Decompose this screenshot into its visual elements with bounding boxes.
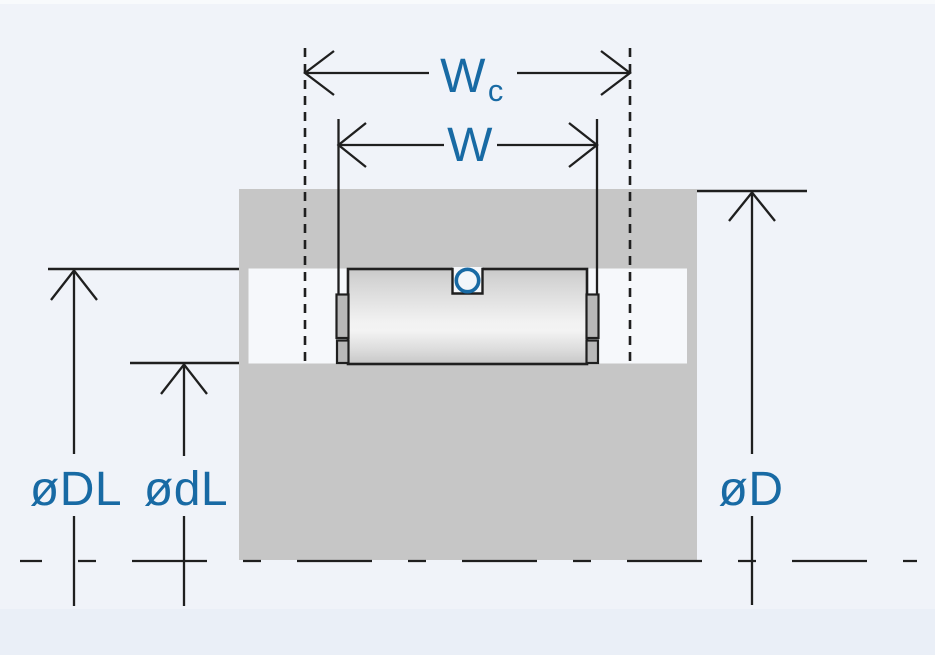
oil-hole-icon: [454, 267, 481, 294]
dl-arrowhead: [50, 268, 98, 301]
bearing-lip-right-lower: [585, 339, 600, 365]
w-extension-lines: [337, 119, 599, 294]
w-arrowhead-left: [336, 122, 367, 168]
w-arrowhead-right: [568, 122, 599, 168]
bearing-lip-right-upper: [585, 293, 600, 340]
bearing-notch-outline: [451, 267, 484, 295]
dim-label-wc-sub: c: [488, 73, 504, 108]
background-top-strip: [0, 0, 935, 4]
dim-label-w: W: [447, 119, 493, 172]
dim-label-wc-main: W: [440, 50, 486, 103]
housing-section: [239, 189, 697, 560]
bearing-lip-left-lower: [335, 339, 350, 365]
wc-arrowhead-left: [303, 50, 335, 96]
bearing-lip-left-upper: [335, 293, 350, 340]
wc-arrowhead-right: [600, 50, 632, 96]
d-arrowhead: [728, 190, 776, 222]
dsmall-arrowhead: [160, 362, 208, 395]
dim-label-wc: Wc: [440, 50, 504, 108]
dim-label-dl: øDL: [30, 463, 122, 516]
dim-label-dsmall: ødL: [144, 463, 228, 516]
dim-label-d: øD: [719, 463, 784, 516]
background-bottom-strip: [0, 609, 935, 655]
